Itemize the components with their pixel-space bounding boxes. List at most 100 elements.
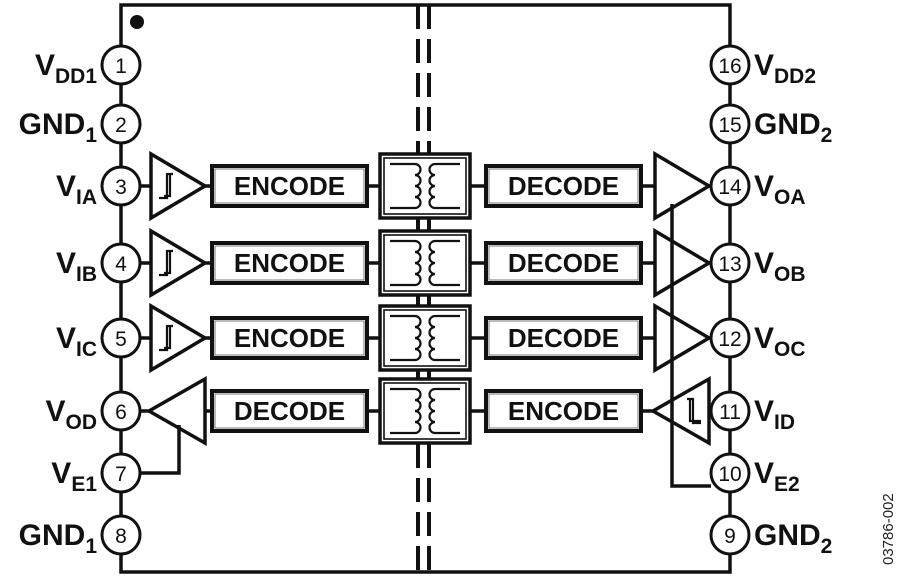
pin-subscript: 2 <box>821 535 833 558</box>
enable-wire-ve1 <box>140 425 181 475</box>
right-pin-label: VOC <box>754 322 806 361</box>
left-encode-box-inner <box>214 168 365 204</box>
pin-name: V <box>754 322 774 355</box>
left-decode-label: DECODE <box>234 396 345 426</box>
pin-number: 7 <box>115 463 127 486</box>
pin-3: 3 VIA <box>56 165 142 209</box>
pin-circle <box>709 103 751 145</box>
pin-11: 11 VID <box>709 390 795 434</box>
output-buffer-icon <box>653 150 713 222</box>
right-decode-box-inner <box>488 320 639 356</box>
pin-name: V <box>754 170 774 203</box>
package-outline <box>119 3 732 574</box>
right-pin-label: VOA <box>754 170 806 209</box>
pin-name: GND <box>19 108 86 141</box>
secondary-coil-icon <box>428 314 460 362</box>
transformer-inner-border <box>383 309 467 367</box>
left-decode-box-inner <box>214 393 365 429</box>
outline-top <box>119 3 732 47</box>
right-decode-box <box>484 316 643 360</box>
left-encode-box <box>210 164 369 208</box>
input-buffer-icon <box>149 302 209 374</box>
primary-coil-icon <box>390 239 422 287</box>
pin-name: V <box>56 170 76 203</box>
left-decode-box <box>210 389 369 433</box>
right-decode-box <box>484 164 643 208</box>
pin-circle <box>100 514 142 556</box>
pin-name: V <box>754 395 774 428</box>
pin-circle <box>709 452 751 494</box>
pin-subscript: ID <box>774 411 795 434</box>
pin-name: V <box>45 395 65 428</box>
pin-subscript: OA <box>774 186 806 209</box>
secondary-coil-icon <box>428 162 460 210</box>
pin-circle <box>100 103 142 145</box>
left-encode-label: ENCODE <box>234 171 345 201</box>
transformer-inner-border <box>383 157 467 215</box>
left-pin-label: VIC <box>56 322 97 361</box>
right-encode-box-inner <box>488 393 639 429</box>
pin-subscript: DD1 <box>55 65 97 88</box>
pin-number: 15 <box>718 114 741 137</box>
right-decode-label: DECODE <box>508 248 619 278</box>
schmitt-trigger-icon <box>159 249 173 277</box>
pin-number: 16 <box>718 55 741 78</box>
pin-name: V <box>754 49 774 82</box>
right-pin-label: GND2 <box>754 519 832 558</box>
pin-number: 11 <box>719 401 741 424</box>
pin-subscript: OB <box>774 263 806 286</box>
pin-number: 12 <box>718 328 741 351</box>
left-encode-box <box>210 316 369 360</box>
pin-number: 6 <box>115 401 127 424</box>
pin-name: V <box>754 457 774 490</box>
pin-subscript: OD <box>66 411 98 434</box>
left-encode-box-inner <box>214 245 365 281</box>
left-encode-label: ENCODE <box>234 323 345 353</box>
left-pin-label: GND1 <box>19 519 98 558</box>
pin-name: V <box>754 247 774 280</box>
pin1-marker-dot <box>130 15 144 29</box>
pin-12: 12 VOC <box>709 317 806 361</box>
pin-name: GND <box>754 519 821 552</box>
pin-number: 3 <box>115 176 127 199</box>
left-pin-label: VDD1 <box>35 49 97 88</box>
outline-bottom <box>119 553 732 574</box>
pin-subscript: IB <box>76 263 97 286</box>
right-pin-label: VDD2 <box>754 49 816 88</box>
pin-name: V <box>56 247 76 280</box>
pin-name: V <box>35 49 55 82</box>
input-buffer-icon <box>149 150 209 222</box>
pin-name: GND <box>19 519 86 552</box>
schmitt-trigger-icon <box>159 324 173 352</box>
pin-circle <box>100 44 142 86</box>
pin-circle <box>709 44 751 86</box>
left-pin-label: GND1 <box>19 108 98 147</box>
pin-number: 2 <box>115 114 127 137</box>
transformer-inner-border <box>383 382 467 440</box>
pin-number: 5 <box>115 328 127 351</box>
left-pin-label: VIA <box>56 170 97 209</box>
left-encode-label: ENCODE <box>234 248 345 278</box>
left-encode-box <box>210 241 369 285</box>
input-buffer-icon <box>149 227 209 299</box>
pin-2: 2 GND1 <box>19 103 142 147</box>
schmitt-trigger-icon <box>159 172 173 200</box>
right-pin-label: VE2 <box>754 457 800 496</box>
pin-subscript: IA <box>76 186 97 209</box>
transformer-inner-border <box>383 234 467 292</box>
primary-coil-icon <box>390 314 422 362</box>
pin-number: 14 <box>718 176 742 199</box>
left-encode-box-inner <box>214 320 365 356</box>
left-pin-label: VOD <box>45 395 97 434</box>
